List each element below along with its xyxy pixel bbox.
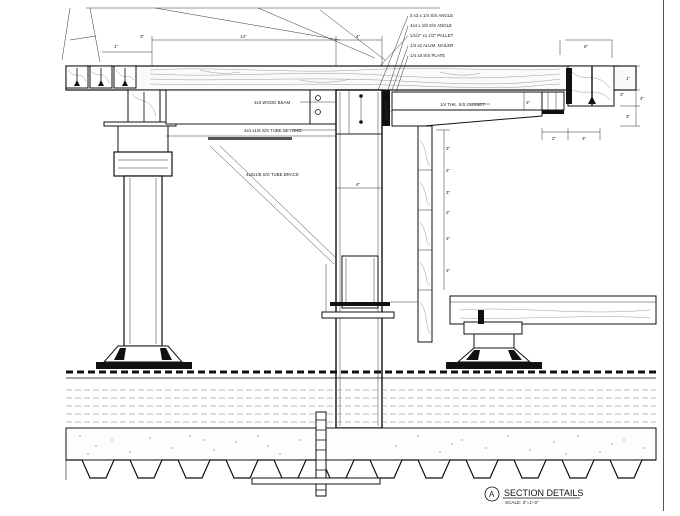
dim-left-riser: 3" xyxy=(388,110,392,115)
drawing-title: SECTION DETAILS xyxy=(504,488,583,498)
callout-gusset: 1/4 THK. S/S GUSSET xyxy=(440,102,485,107)
right-pedestal xyxy=(446,295,657,369)
detail-tag: A xyxy=(489,490,495,499)
dim-right-a: 1" xyxy=(626,76,630,81)
dim-bottom-a: 2" xyxy=(552,136,556,141)
anchor-bolt xyxy=(251,411,381,497)
column-bracket xyxy=(321,255,418,319)
dim-top-main: 14" xyxy=(240,34,247,39)
dim-riser-1: 3" xyxy=(446,146,450,151)
dim-top-left-a: 1" xyxy=(114,44,118,49)
callout-pallet: 1/1/2" x1 1/2" PALLET xyxy=(410,33,454,38)
callout-nailer: 1/4 x2 ALUM. NAILER xyxy=(410,43,453,48)
dim-gusset-h: 3" xyxy=(526,100,530,105)
callout-angle: 3 x3 x 1/4 S/S ANGLE xyxy=(410,13,453,18)
title-block: A SECTION DETAILS SCALE: 3"=1'-0" xyxy=(484,486,583,505)
dim-right-b: 3" xyxy=(620,92,624,97)
construction-lines xyxy=(61,7,613,63)
left-pedestal xyxy=(96,89,192,369)
callout-leaders xyxy=(292,15,490,131)
metal-deck xyxy=(65,459,656,480)
dim-top-right: 8" xyxy=(584,44,588,49)
tube-brace xyxy=(209,145,337,265)
pallet-blocks xyxy=(65,65,137,89)
concrete-slab xyxy=(65,427,657,461)
riser-stack xyxy=(417,125,433,343)
callout-brace: 4x3x1/8 S/S TUBE BRACE xyxy=(246,172,299,177)
deck-board xyxy=(65,65,637,91)
callout-tube-beyond: 4x4 x1/8 S/S TUBE BEYOND xyxy=(244,128,302,133)
right-pallet-block xyxy=(566,65,615,107)
dim-right-c: 4" xyxy=(640,96,644,101)
dim-bottom-b: 3" xyxy=(582,136,586,141)
callout-beam: 3x3 WOOD BEAM xyxy=(254,100,290,105)
callout-plate: 1/4 x3 S/S PLATE xyxy=(410,53,445,58)
dim-top-left-b: 3" xyxy=(140,34,144,39)
membrane-layer xyxy=(66,370,656,423)
dim-right-d: 3" xyxy=(626,114,630,119)
dim-riser-2: 2" xyxy=(446,168,450,173)
callout-angle2: 4x4 x 1/8 S/S ANGLE xyxy=(410,23,452,28)
wood-beam xyxy=(165,89,337,140)
dim-riser-4: 2" xyxy=(446,210,450,215)
dim-riser-5: 3" xyxy=(446,236,450,241)
drawing-scale: SCALE: 3"=1'-0" xyxy=(505,500,539,505)
dim-riser-6: 3" xyxy=(446,268,450,273)
gusset-assembly xyxy=(382,90,565,127)
dim-post-width: 4" xyxy=(356,182,360,187)
dim-top-mid: 4" xyxy=(356,34,360,39)
detail-tag-circle xyxy=(484,486,500,502)
sheet-border xyxy=(663,0,664,511)
dimension-lines xyxy=(102,36,640,290)
dim-riser-3: 3" xyxy=(446,190,450,195)
